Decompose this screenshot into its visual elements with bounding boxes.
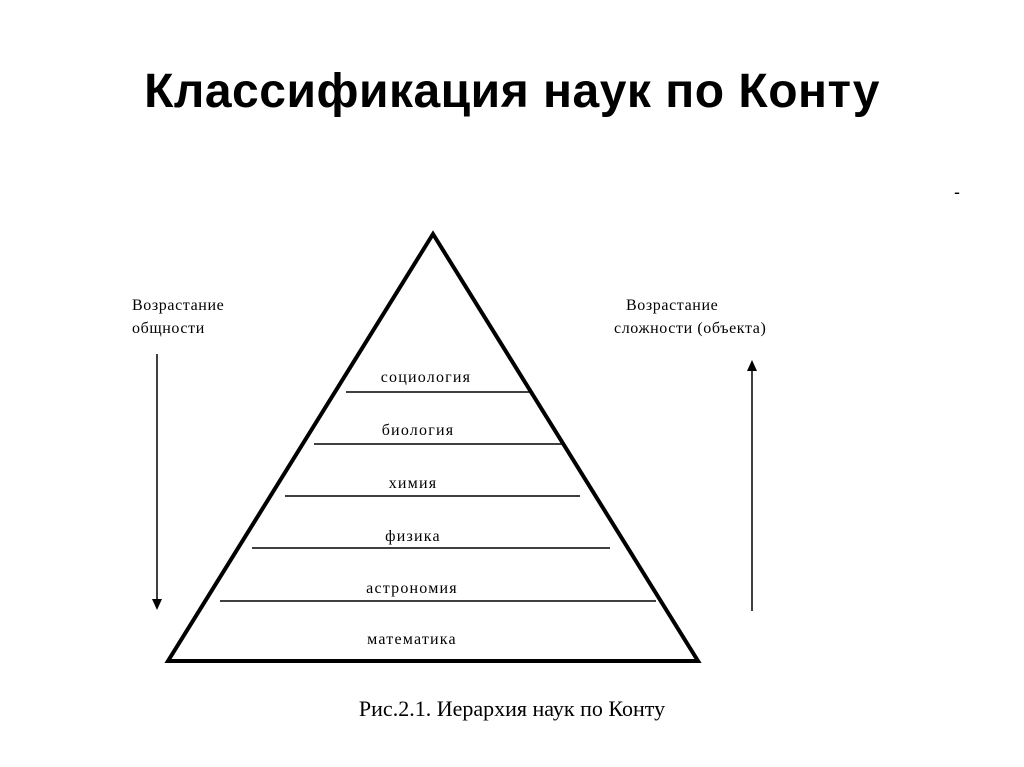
figure-caption: Рис.2.1. Иерархия наук по Конту [358,696,666,721]
corner-dash-mark: - [954,182,960,202]
level-label-physics: физика [385,528,441,545]
left-axis-label-line1: Возрастание [132,297,224,314]
pyramid-outline [164,230,702,663]
level-label-biology: биология [382,422,455,439]
right-axis-label-line2: сложности (объекта) [614,320,766,337]
level-label-chemistry: химия [389,475,438,492]
slide-title: Классификация наук по Конту [144,65,880,118]
right-axis-label-line1: Возрастание [626,297,718,314]
level-label-sociology: социология [381,369,471,386]
level-label-astronomy: астрономия [366,580,458,597]
right-arrow-up-icon [747,360,757,611]
level-label-mathematics: математика [367,631,457,648]
left-arrow-down-icon [152,354,162,610]
left-axis-label-line2: общности [132,320,205,337]
